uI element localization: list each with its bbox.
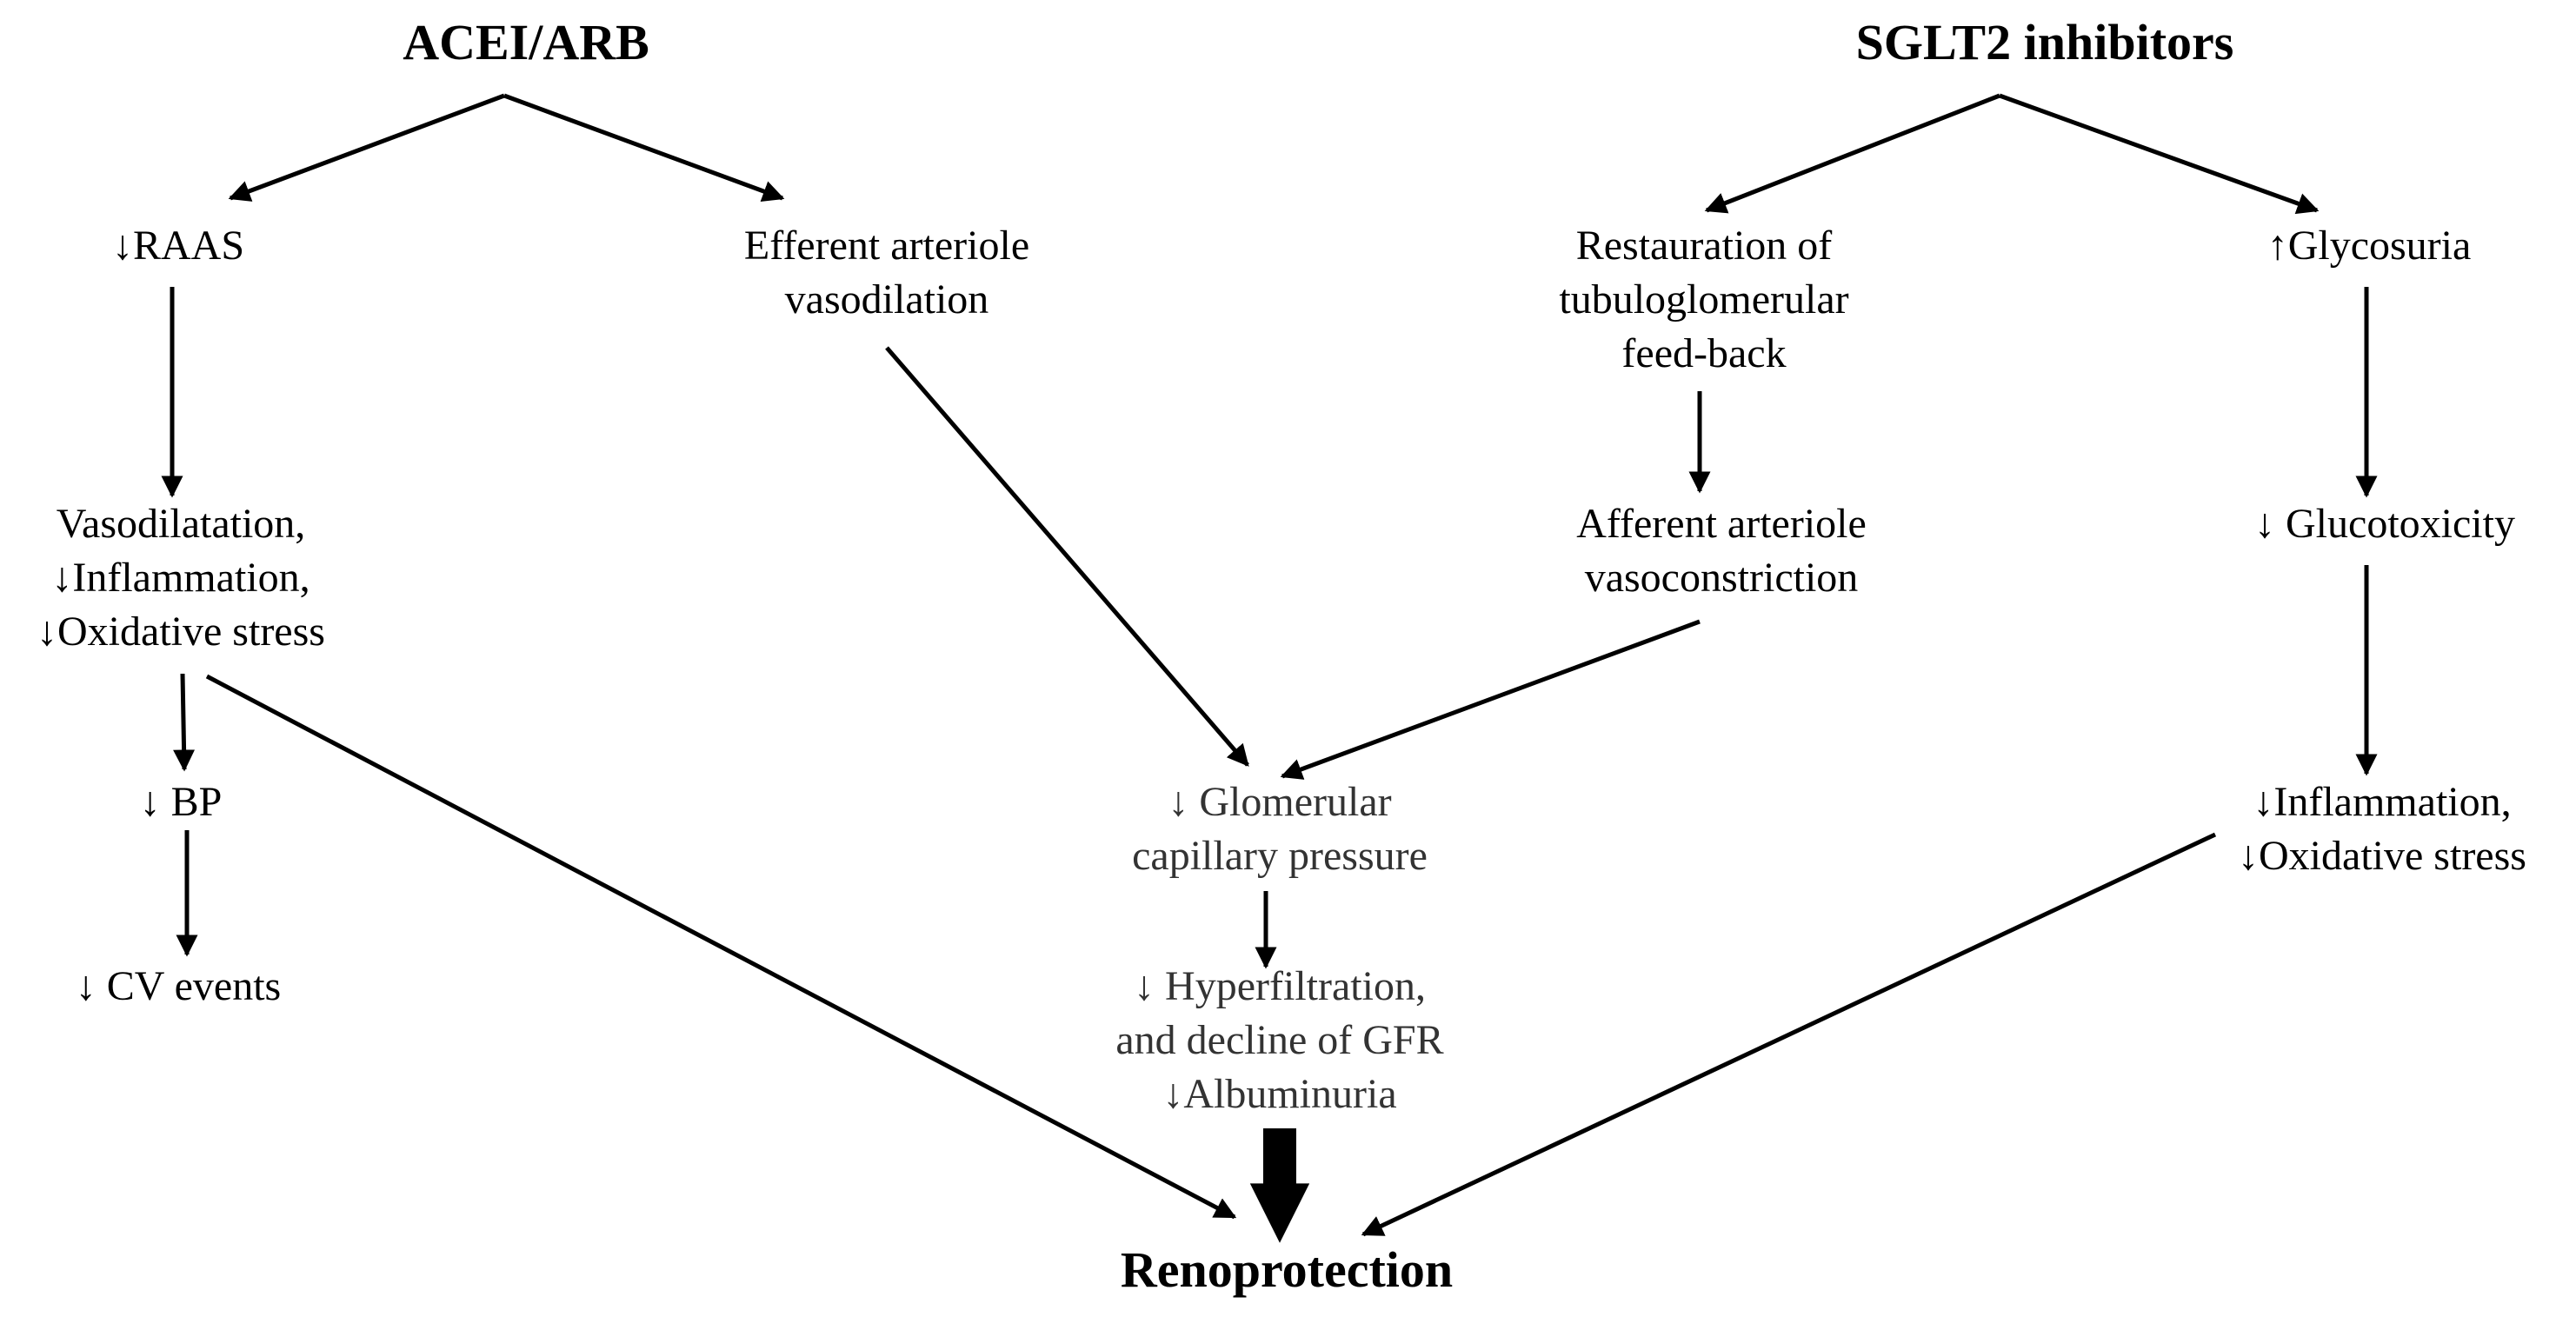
edge-sglt2-to-glycosuria	[1999, 93, 2320, 215]
edge-vasodilatation-to-bp	[173, 673, 196, 772]
node-glomerular-pressure: ↓ Glomerular capillary pressure	[1132, 779, 1428, 879]
node-bp-line: ↓ BP	[140, 779, 223, 825]
node-hyperfiltration-line: ↓ Hyperfiltration,	[1134, 963, 1426, 1009]
node-glycosuria: ↑Glycosuria	[2267, 223, 2472, 269]
node-vasodilatation-line: ↓Oxidative stress	[37, 609, 325, 655]
edge-vasodilatation-to-renoprotection	[205, 674, 1237, 1220]
node-efferent-line: vasodilation	[785, 276, 989, 323]
node-cv-line: ↓ CV events	[76, 963, 281, 1009]
node-bp: ↓ BP	[140, 779, 223, 825]
edge-acei-to-raas	[228, 93, 505, 202]
node-afferent-line: vasoconstriction	[1585, 555, 1859, 601]
edge-afferent-to-glomerular	[1280, 619, 1701, 780]
node-inflammation-right-line: ↓Oxidative stress	[2238, 833, 2526, 879]
edge-inflammation-to-renoprotection	[1361, 832, 2217, 1237]
node-raas-line: ↓RAAS	[112, 223, 244, 269]
node-hyperfiltration-line: and decline of GFR	[1115, 1017, 1443, 1063]
heading-sglt2-inhibitors: SGLT2 inhibitors	[1856, 14, 2234, 70]
node-glucotoxicity-line: ↓ Glucotoxicity	[2254, 501, 2515, 547]
node-vasodilatation: Vasodilatation, ↓Inflammation, ↓Oxidativ…	[37, 501, 325, 655]
node-glomerular-line: ↓ Glomerular	[1168, 779, 1391, 825]
node-raas: ↓RAAS	[112, 223, 244, 269]
node-restauration-line: Restauration of	[1576, 223, 1833, 269]
node-efferent-line: Efferent arteriole	[744, 223, 1029, 269]
node-glycosuria-line: ↑Glycosuria	[2267, 223, 2472, 269]
edge-efferent-to-glomerular	[885, 346, 1249, 767]
node-afferent-line: Afferent arteriole	[1576, 501, 1867, 547]
edges	[161, 93, 2378, 1243]
node-inflammation-right-line: ↓Inflammation,	[2253, 779, 2511, 825]
node-inflammation-right: ↓Inflammation, ↓Oxidative stress	[2238, 779, 2526, 879]
node-restauration-line: tubuloglomerular	[1559, 276, 1848, 323]
heading-renoprotection: Renoprotection	[1121, 1241, 1453, 1298]
node-restauration: Restauration of tubuloglomerular feed-ba…	[1559, 223, 1848, 376]
node-restauration-line: feed-back	[1621, 330, 1786, 376]
node-cv-events: ↓ CV events	[76, 963, 281, 1009]
node-hyperfiltration-line: ↓Albuminuria	[1162, 1071, 1396, 1117]
edge-sglt2-to-restauration	[1704, 93, 2000, 214]
heading-acei-arb: ACEI/ARB	[403, 14, 649, 70]
node-efferent-arteriole: Efferent arteriole vasodilation	[744, 223, 1029, 323]
node-glucotoxicity: ↓ Glucotoxicity	[2254, 501, 2515, 547]
node-glomerular-line: capillary pressure	[1132, 833, 1428, 879]
edge-acei-to-efferent	[503, 93, 785, 202]
node-vasodilatation-line: ↓Inflammation,	[51, 555, 310, 601]
node-afferent-arteriole: Afferent arteriole vasoconstriction	[1576, 501, 1867, 601]
node-vasodilatation-line: Vasodilatation,	[57, 501, 306, 547]
node-hyperfiltration: ↓ Hyperfiltration, and decline of GFR ↓A…	[1115, 963, 1443, 1117]
